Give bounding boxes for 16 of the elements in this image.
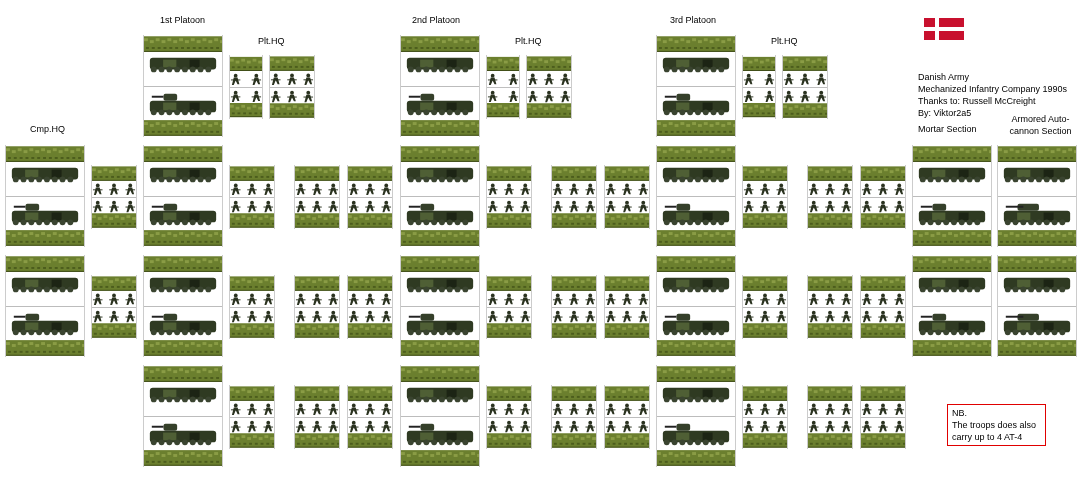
- platoon-heading: 3rd Platoon: [670, 14, 717, 26]
- platoon-heading: 2nd Platoon: [412, 14, 461, 26]
- group-heading: Armored Auto-cannon Section: [1008, 113, 1073, 137]
- platoon-heading: 1st Platoon: [160, 14, 206, 26]
- group-heading: Cmp.HQ: [30, 123, 65, 135]
- group-heading: Plt.HQ: [258, 35, 285, 47]
- credit-text: By: Viktor2a5: [918, 107, 972, 119]
- note-text: NB.: [952, 407, 968, 419]
- credit-text: Danish Army: [918, 71, 970, 83]
- group-heading: Mortar Section: [918, 123, 977, 135]
- credit-text: Thanks to: Russell McCreight: [918, 95, 1036, 107]
- note-text: The troops does also carry up to 4 AT-4: [952, 419, 1038, 443]
- note-box: [947, 404, 1046, 446]
- group-heading: Plt.HQ: [771, 35, 798, 47]
- group-heading: Plt.HQ: [515, 35, 542, 47]
- credit-text: Mechanized Infantry Company 1990s: [918, 83, 1068, 95]
